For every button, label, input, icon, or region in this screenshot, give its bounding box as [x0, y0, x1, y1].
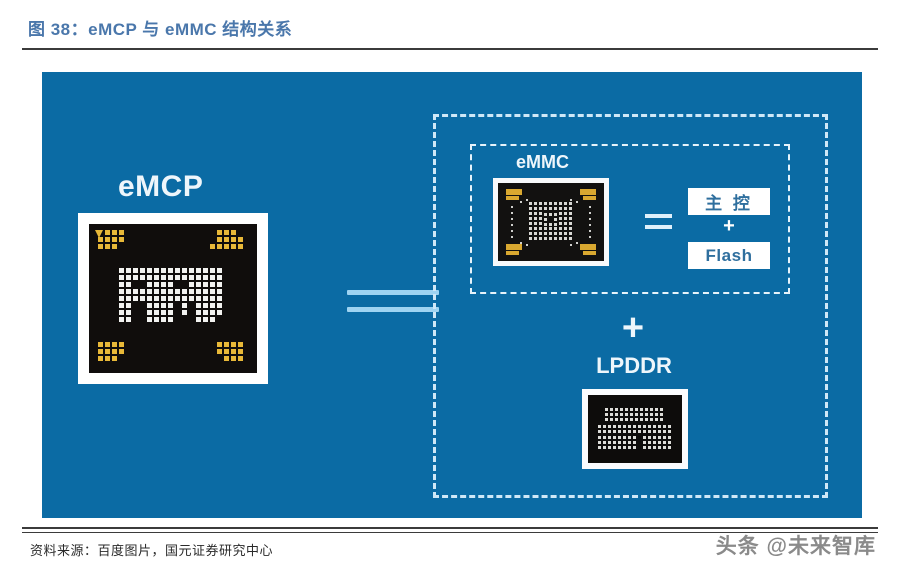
lpddr-chip-frame	[582, 389, 688, 469]
header-divider	[22, 48, 878, 50]
plus-operator-emmc: +	[723, 215, 735, 237]
footer-divider-thin	[22, 532, 878, 533]
equals-small-bar-bottom	[645, 225, 672, 229]
plus-operator-group: +	[621, 307, 645, 349]
emmc-dashed-box: eMMC	[470, 144, 790, 294]
diagram-panel: eMCP	[42, 72, 862, 518]
emcp-chip	[89, 224, 257, 373]
lpddr-chip-artwork	[598, 408, 671, 449]
controller-box: 主 控	[688, 188, 770, 215]
figure-title: 图 38：eMCP 与 eMMC 结构关系	[28, 20, 293, 39]
emmc-chip-frame	[493, 178, 609, 266]
emmc-chip	[498, 183, 604, 261]
equals-small-bar-top	[645, 214, 672, 218]
flash-box: Flash	[688, 242, 770, 269]
source-note: 资料来源：百度图片，国元证券研究中心	[30, 543, 274, 558]
footer-divider-thick	[22, 527, 878, 529]
emcp-chip-frame	[78, 213, 268, 384]
lpddr-label: LPDDR	[596, 353, 672, 378]
figure-header: 图 38：eMCP 与 eMMC 结构关系	[28, 16, 872, 50]
equals-bar-top	[347, 290, 439, 295]
emmc-label: eMMC	[516, 152, 569, 172]
watermark: 头条 @未来智库	[715, 535, 876, 558]
emcp-label: eMCP	[118, 170, 204, 203]
equals-operator-main	[347, 290, 439, 314]
group-dashed-box: eMMC	[433, 114, 828, 498]
emcp-chip-artwork	[95, 230, 243, 361]
lpddr-chip	[588, 395, 682, 463]
equals-bar-bottom	[347, 307, 439, 312]
emmc-chip-artwork	[506, 189, 596, 255]
equals-operator-emmc	[645, 214, 672, 230]
